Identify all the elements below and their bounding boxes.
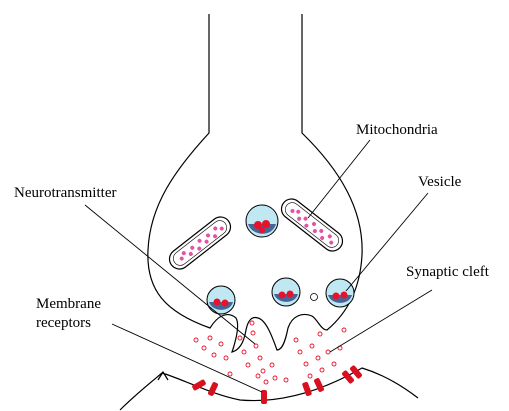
label-membrane-line2: receptors: [36, 315, 91, 331]
vesicle-top: [246, 205, 278, 237]
label-synaptic-cleft: Synaptic cleft: [406, 264, 490, 280]
mitochondrion-right: [277, 195, 346, 255]
label-mitochondria: Mitochondria: [356, 122, 438, 138]
released-neurotransmitter: [194, 321, 346, 384]
label-membrane-line1: Membrane: [36, 296, 101, 312]
leader-mitochondria: [308, 140, 370, 218]
vesicle-middle: [272, 278, 300, 306]
membrane-receptors: [191, 365, 362, 404]
mitochondrion-left: [165, 213, 234, 273]
label-neurotransmitter: Neurotransmitter: [14, 185, 116, 201]
vesicle-left: [207, 286, 235, 314]
empty-vesicle: [311, 294, 318, 301]
label-vesicle: Vesicle: [418, 174, 462, 190]
vesicle-right: [326, 279, 354, 307]
